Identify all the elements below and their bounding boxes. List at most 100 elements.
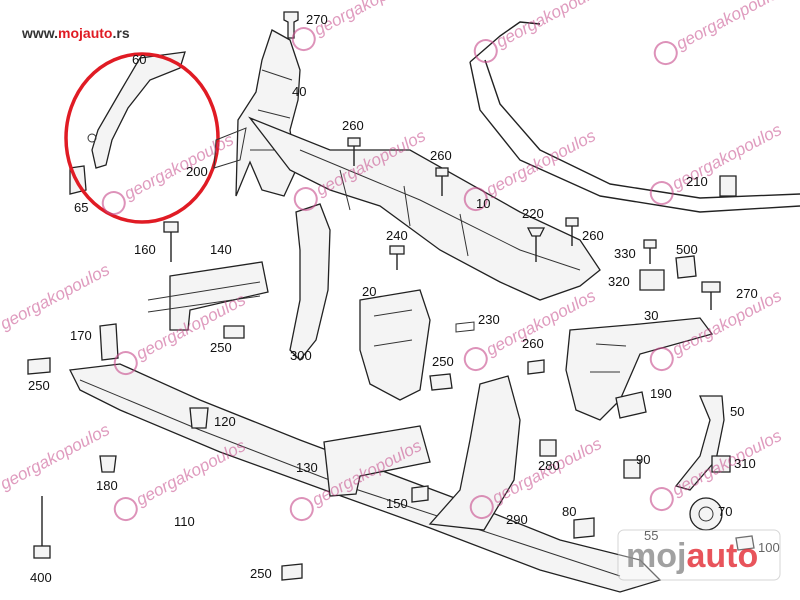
callout-260[interactable]: 260: [522, 336, 544, 351]
part-220-cap[interactable]: [526, 227, 546, 237]
callout-140[interactable]: 140: [210, 242, 232, 257]
highlight-circle: [64, 52, 220, 224]
part-210-clip[interactable]: [719, 175, 737, 197]
callout-310[interactable]: 310: [734, 456, 756, 471]
site-url[interactable]: www.mojauto.rs: [21, 25, 130, 41]
part-180-nut[interactable]: [99, 455, 117, 473]
callout-500[interactable]: 500: [676, 242, 698, 257]
bolt-400[interactable]: [33, 496, 51, 559]
callout-190[interactable]: 190: [650, 386, 672, 401]
callout-300[interactable]: 300: [290, 348, 312, 363]
part-210-support[interactable]: [469, 21, 800, 213]
bolt-250-bottom[interactable]: [281, 563, 303, 581]
callout-65[interactable]: 65: [74, 200, 88, 215]
bolt-260-a[interactable]: [347, 137, 361, 166]
part-500-block[interactable]: [675, 255, 697, 279]
callout-250[interactable]: 250: [28, 378, 50, 393]
bolt-260-b[interactable]: [435, 167, 449, 196]
callout-60[interactable]: 60: [132, 52, 146, 67]
part-90-nut[interactable]: [623, 459, 641, 479]
callout-270[interactable]: 270: [306, 12, 328, 27]
callout-50[interactable]: 50: [730, 404, 744, 419]
callout-20[interactable]: 20: [362, 284, 376, 299]
part-70-grommet[interactable]: [689, 497, 723, 531]
part-30-bracket[interactable]: [565, 317, 714, 421]
callout-180[interactable]: 180: [96, 478, 118, 493]
svg-text:georgakopoulos: georgakopoulos: [133, 436, 249, 510]
callout-70[interactable]: 70: [718, 504, 732, 519]
callout-130[interactable]: 130: [296, 460, 318, 475]
part-80-spacer[interactable]: [573, 517, 595, 539]
bolt-150[interactable]: [411, 485, 429, 503]
part-140-bracket[interactable]: [169, 261, 269, 331]
callout-260[interactable]: 260: [582, 228, 604, 243]
part-20-bracket[interactable]: [359, 289, 431, 401]
callout-labels: 270 60 40 260 260 200 65 10 210 220 260 …: [28, 12, 780, 585]
callout-260[interactable]: 260: [342, 118, 364, 133]
watermark: georgakopoulos: [101, 130, 237, 216]
watermark: georgakopoulos: [0, 260, 113, 334]
callout-170[interactable]: 170: [70, 328, 92, 343]
part-170-post[interactable]: [99, 323, 119, 361]
part-300-bracket[interactable]: [289, 203, 331, 361]
part-drawings: [27, 11, 800, 593]
bolt-270-right[interactable]: [701, 281, 721, 310]
part-10-crossmember[interactable]: [248, 116, 601, 301]
bolt-260-d[interactable]: [527, 359, 545, 375]
callout-330[interactable]: 330: [614, 246, 636, 261]
callout-30[interactable]: 30: [644, 308, 658, 323]
part-110-beam[interactable]: [69, 363, 662, 593]
bolt-250-mid[interactable]: [429, 373, 453, 391]
part-270-bolt-top[interactable]: [283, 11, 299, 39]
callout-100[interactable]: 100: [758, 540, 780, 555]
part-230-clip[interactable]: [455, 321, 475, 333]
bolt-100[interactable]: [735, 535, 755, 551]
svg-text:georgakopoulos: georgakopoulos: [673, 0, 789, 54]
svg-text:georgakopoulos: georgakopoulos: [493, 0, 609, 52]
bolt-260-c[interactable]: [565, 217, 579, 246]
callout-90[interactable]: 90: [636, 452, 650, 467]
callout-320[interactable]: 320: [608, 274, 630, 289]
part-320-clip[interactable]: [639, 269, 665, 291]
callout-260[interactable]: 260: [430, 148, 452, 163]
part-130-bracket[interactable]: [323, 425, 431, 497]
part-50-arm[interactable]: [674, 395, 725, 491]
callout-200[interactable]: 200: [186, 164, 208, 179]
callout-210[interactable]: 210: [686, 174, 708, 189]
callout-150[interactable]: 150: [386, 496, 408, 511]
part-60-bracket[interactable]: [91, 51, 186, 169]
bolt-280[interactable]: [539, 439, 557, 457]
callout-120[interactable]: 120: [214, 414, 236, 429]
callout-160[interactable]: 160: [134, 242, 156, 257]
callout-270[interactable]: 270: [736, 286, 758, 301]
bolt-330[interactable]: [643, 239, 657, 264]
callout-400[interactable]: 400: [30, 570, 52, 585]
callout-10[interactable]: 10: [476, 196, 490, 211]
bolt-240[interactable]: [389, 245, 405, 270]
callout-220[interactable]: 220: [522, 206, 544, 221]
callout-80[interactable]: 80: [562, 504, 576, 519]
callout-230[interactable]: 230: [478, 312, 500, 327]
callout-250[interactable]: 250: [250, 566, 272, 581]
bolt-160[interactable]: [163, 221, 179, 262]
brand-logo[interactable]: mojauto: [617, 529, 781, 581]
part-190-mount[interactable]: [615, 391, 647, 419]
callout-250[interactable]: 250: [210, 340, 232, 355]
callout-250[interactable]: 250: [432, 354, 454, 369]
part-290-bracket[interactable]: [428, 375, 521, 531]
callout-280[interactable]: 280: [538, 458, 560, 473]
bolt-250-a[interactable]: [223, 325, 245, 339]
callout-40[interactable]: 40: [292, 84, 306, 99]
callout-55[interactable]: 55: [644, 528, 658, 543]
callout-290[interactable]: 290: [506, 512, 528, 527]
part-10-ribs: [339, 169, 469, 257]
part-120-bush[interactable]: [189, 407, 209, 429]
part-60-bolt: [87, 133, 97, 143]
callout-110[interactable]: 110: [174, 514, 195, 529]
watermark: georgakopoulos: [113, 436, 249, 522]
svg-text:georgakopoulos: georgakopoulos: [311, 0, 427, 40]
callout-240[interactable]: 240: [386, 228, 408, 243]
part-310-bushing[interactable]: [711, 455, 731, 473]
bolt-250-left[interactable]: [27, 357, 51, 375]
part-200-bracket[interactable]: [213, 127, 247, 169]
